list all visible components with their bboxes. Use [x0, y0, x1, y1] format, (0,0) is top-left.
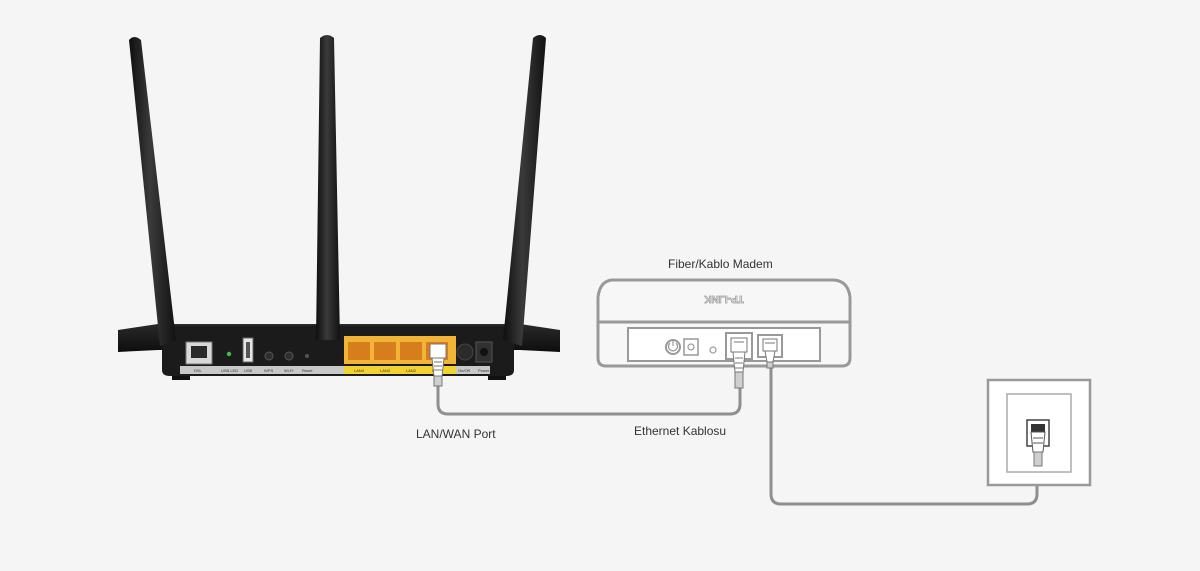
phone-cable — [769, 366, 1039, 506]
router-port-label: WPS — [264, 368, 273, 373]
router-port-label: Reset — [302, 368, 313, 373]
antenna-right — [503, 35, 546, 346]
modem-label: Fiber/Kablo Madem — [668, 257, 773, 271]
antenna-middle — [316, 35, 340, 340]
lan-wan-port-label: LAN/WAN Port — [416, 427, 496, 441]
router-port-label: USB — [244, 368, 253, 373]
phone-plug-modem — [762, 338, 778, 369]
modem-port-panel — [627, 327, 821, 362]
wifi-button-icon — [284, 351, 294, 361]
antenna-left — [129, 37, 176, 346]
modem: TP-LINK — [596, 278, 852, 368]
router-port-label: USB LED — [221, 368, 238, 373]
reset-button-icon — [305, 354, 309, 358]
router-port-label: DSL — [194, 368, 203, 373]
wps-button-icon — [264, 351, 274, 361]
modem-brand-logo: TP-LINK — [704, 293, 744, 304]
router-port-label: LAN3 — [380, 368, 391, 373]
modem-led-icon — [709, 346, 717, 354]
usb-led-icon — [226, 351, 232, 357]
ethernet-plug-modem — [730, 337, 748, 389]
modem-dc-jack-icon — [683, 338, 699, 356]
router-port-label: On/Off — [458, 368, 471, 373]
router-port-label: Wi-Fi — [284, 368, 293, 373]
ethernet-plug-router — [429, 343, 447, 387]
router-label-strip — [180, 366, 490, 374]
router-port-label: LAN2 — [406, 368, 417, 373]
power-switch-icon — [456, 343, 474, 361]
ethernet-cable — [436, 384, 742, 416]
wall-phone-socket — [986, 378, 1092, 487]
router-port-label: LAN4 — [354, 368, 365, 373]
router-port-label: Power — [478, 368, 490, 373]
router: DSL USB LED USB WPS Wi-Fi Reset LAN4 LAN… — [118, 35, 560, 380]
ethernet-cable-label: Ethernet Kablosu — [634, 424, 727, 438]
